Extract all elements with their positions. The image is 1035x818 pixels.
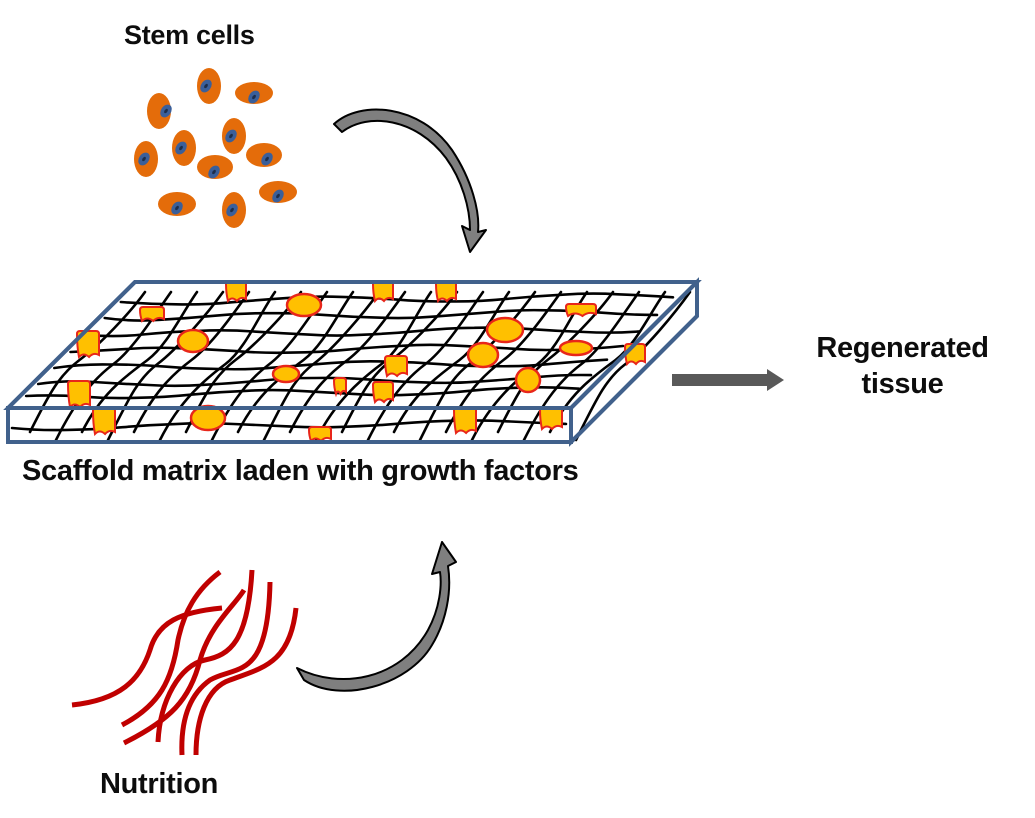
fiber [53, 358, 609, 371]
fiber [24, 385, 581, 400]
stem-cell-icon [134, 141, 158, 177]
growth-factor-icon [285, 292, 323, 318]
growth-factor-icon [514, 366, 542, 394]
scaffold-matrix-block [3, 277, 702, 447]
growth-factor-icon [564, 303, 597, 318]
scaffold-label: Scaffold matrix laden with growth factor… [22, 455, 579, 487]
fiber [80, 290, 199, 434]
growth-factor-icon [383, 355, 408, 379]
curved-arrow-body [296, 541, 457, 692]
stem-cell-icon [158, 192, 196, 216]
growth-factor-icon [307, 426, 332, 443]
nutrition-vessels [71, 569, 299, 756]
fiber [184, 290, 303, 434]
fiber [36, 373, 593, 388]
fiber [392, 290, 511, 434]
arrow-to-regenerated-tissue [672, 369, 784, 391]
growth-factor-icon [466, 341, 500, 369]
curved-arrow-stem-to-scaffold [333, 108, 487, 253]
growth-factor-icon [538, 406, 563, 432]
curved-arrow-body [333, 108, 487, 253]
vessel-4 [155, 569, 255, 743]
growth-factor-icon [371, 381, 394, 405]
growth-factor-icon [66, 380, 91, 410]
growth-factor-icon [91, 407, 116, 437]
stem-cell-icon [147, 93, 172, 129]
nutrition-label: Nutrition [100, 768, 219, 800]
stem-cell-icon [172, 130, 196, 166]
growth-factor-icon [176, 328, 210, 354]
growth-factor-icon [485, 316, 525, 344]
fiber [103, 308, 659, 322]
growth-factor-icon [452, 406, 477, 436]
stem-cells-label: Stem cells [124, 20, 255, 50]
fiber [288, 290, 407, 434]
stem-cell-icon [235, 82, 273, 104]
stem-cells-cluster [134, 68, 297, 228]
fiber [574, 290, 692, 442]
stem-cell-icon [246, 143, 282, 167]
stem-cell-icon [222, 118, 246, 154]
fiber [236, 290, 355, 434]
regenerated-tissue-label: Regenerated tissue [816, 332, 989, 400]
stem-cell-icon [197, 68, 221, 104]
growth-factor-icon [558, 339, 594, 357]
fiber [69, 343, 625, 355]
stem-cell-icon [259, 181, 297, 203]
straight-arrow-icon [672, 369, 784, 391]
vessel-2 [120, 570, 222, 728]
scaffold-fibers [10, 290, 692, 442]
growth-factor-icon [271, 364, 301, 384]
vessel-5 [179, 581, 273, 756]
scaffold-front-top-edge [8, 280, 699, 410]
stem-cell-icon [197, 155, 233, 179]
growth-factor-icon [332, 377, 347, 398]
scaffold-front-bottom-edge [6, 282, 699, 444]
growth-factor-icon [75, 330, 100, 360]
stem-cell-icon [222, 192, 246, 228]
curved-arrow-nutrition-to-scaffold [296, 541, 457, 692]
vessel-6 [193, 607, 299, 756]
scaffold-back-edge [6, 280, 697, 410]
growth-factor-icon [623, 343, 646, 367]
fiber [28, 290, 147, 434]
fiber [444, 290, 563, 434]
fiber [548, 290, 667, 434]
fiber [86, 326, 642, 338]
fiber [132, 290, 251, 434]
growth-factor-icon [138, 306, 165, 323]
